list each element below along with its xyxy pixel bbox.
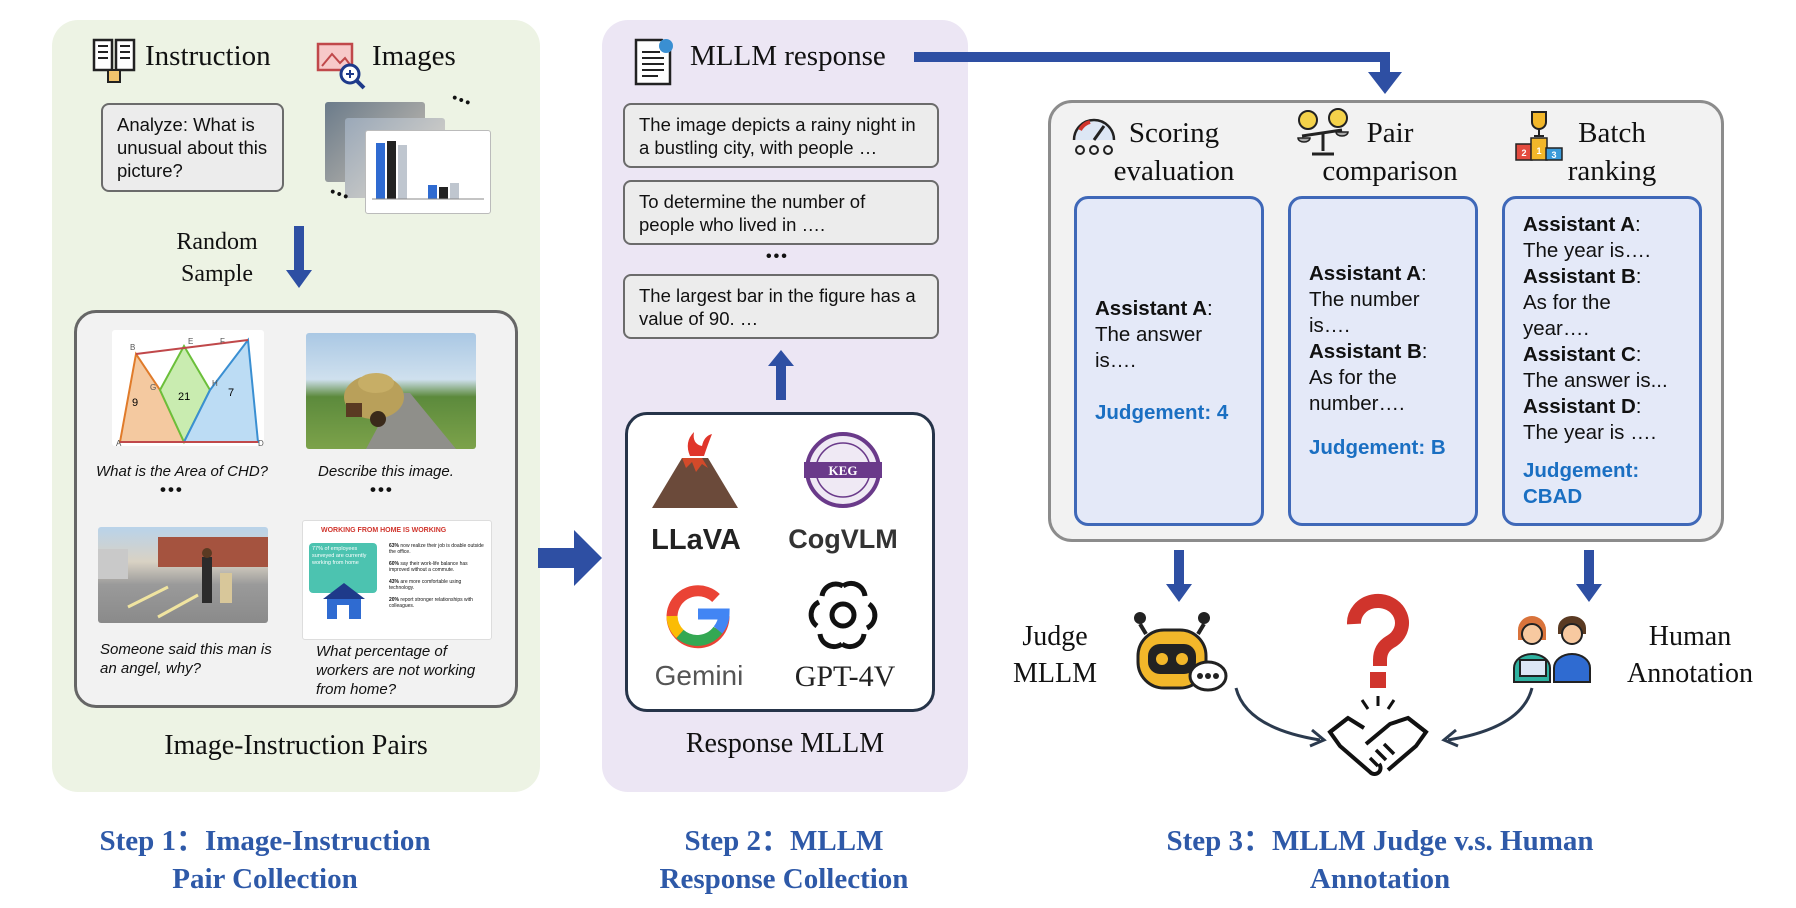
connector-arrow-icon (914, 52, 1414, 101)
scoring-evaluation-box: Assistant A: The answer is…. Judgement: … (1074, 196, 1264, 526)
pair-comparison-box: Assistant A: The number is…. Assistant B… (1288, 196, 1478, 526)
responses-dots: ••• (766, 248, 789, 265)
llava-label: LLaVA (651, 524, 741, 556)
human-down-arrow-icon (1576, 550, 1602, 607)
response-mllm-title: Response MLLM (685, 728, 885, 759)
geometry-point-d: D (258, 439, 264, 446)
response-bubble-2: To determine the number of people who li… (623, 180, 939, 245)
bar-chart-thumbnail (365, 130, 491, 214)
batch-entry-b-text: As for the year…. (1523, 291, 1611, 340)
geometry-center-value: 21 (178, 391, 190, 403)
judge-mllm-label: Judge MLLM (1013, 621, 1097, 689)
robot-icon (1128, 608, 1228, 703)
question-mark-icon (1346, 594, 1410, 693)
batch-entry-c: Assistant C: (1523, 343, 1642, 366)
infographic-thumbnail: WORKING FROM HOME IS WORKING 77% of empl… (302, 520, 492, 640)
pair-entry-b: Assistant B: (1309, 340, 1428, 363)
podium-icon: 2 1 3 (1514, 110, 1564, 167)
pair-entry-a: Assistant A: (1309, 262, 1427, 285)
images-label: Images (372, 40, 456, 72)
batch-entry-b: Assistant B: (1523, 265, 1642, 288)
stat-3: 43% are more comfortable using technolog… (389, 579, 462, 591)
step2-caption: Step 2：MLLM Response Collection (659, 825, 909, 895)
pair-entry-b-text: As for the number…. (1309, 366, 1405, 415)
response-bubble-1: The image depicts a rainy night in a bus… (623, 103, 939, 168)
stat-4: 20% report stronger relationships with c… (389, 597, 473, 609)
scoring-evaluation-title: Scoring evaluation (1113, 117, 1235, 187)
batch-entry-d-text: The year is …. (1523, 421, 1657, 444)
mllm-response-title: MLLM response (690, 40, 886, 72)
infographic-stats: 63% now realize their job is doable outs… (389, 543, 487, 609)
instruction-bubble: Analyze: What is unusual about this pict… (101, 103, 284, 192)
response-bubble-3: The largest bar in the figure has a valu… (623, 274, 939, 339)
human-annotators-icon (1510, 612, 1596, 689)
geometry-point-g: G (150, 383, 156, 392)
gpt4v-label: GPT-4V (794, 660, 896, 693)
batch-entry-d: Assistant D: (1523, 395, 1642, 418)
step1-caption: Step 1：Image-Instruction Pair Collection (99, 825, 431, 895)
scoring-judgement: Judgement: 4 (1095, 401, 1229, 424)
response-models-box (625, 412, 935, 712)
gemini-google-icon (666, 584, 730, 653)
geometry-point-f: F (220, 337, 225, 346)
pair-caption-2: Describe this image. (318, 463, 454, 480)
llava-volcano-icon (652, 428, 738, 515)
gemini-label: Gemini (654, 660, 744, 691)
pairs-box-title: Image-Instruction Pairs (164, 730, 428, 761)
pair-caption-1: What is the Area of CHD? (96, 463, 269, 480)
pair-caption-4: What percentage of workers are not worki… (316, 643, 476, 698)
pairs-dots-right: ••• (370, 480, 394, 499)
podium-third: 3 (1551, 150, 1556, 160)
instruction-label: Instruction (145, 40, 271, 72)
batch-entry-a: Assistant A: (1523, 213, 1641, 236)
cogvlm-keg-logo: KEG (798, 430, 888, 515)
podium-second: 2 (1521, 148, 1526, 158)
image-search-icon (316, 40, 366, 90)
geometry-point-h: H (212, 379, 218, 388)
batch-ranking-box: Assistant A: The year is…. Assistant B: … (1502, 196, 1702, 526)
keg-logo-text: KEG (829, 463, 858, 478)
right-arrow-icon (538, 530, 602, 591)
handshake-icon (1326, 692, 1430, 795)
infographic-title: WORKING FROM HOME IS WORKING (321, 527, 447, 534)
geometry-point-e: E (188, 337, 193, 346)
up-arrow-icon (768, 350, 794, 405)
judge-to-consensus-arrow-icon (1232, 687, 1332, 753)
batch-entry-c-text: The answer is... (1523, 369, 1668, 392)
gauge-icon (1070, 110, 1118, 161)
book-icon (90, 34, 138, 84)
openai-icon (808, 580, 878, 655)
geometry-point-b: B (130, 343, 135, 352)
human-annotation-label: Human Annotation (1627, 621, 1753, 689)
street-scene-thumbnail (98, 527, 268, 623)
pairs-dots-left: ••• (160, 480, 184, 499)
pair-comparison-title: Pair comparison (1322, 117, 1458, 187)
balance-scale-icon (1296, 108, 1350, 163)
stat-2: 60% say their work-life balance has impr… (389, 561, 468, 573)
batch-entry-a-text: The year is…. (1523, 239, 1651, 262)
geometry-point-a: A (116, 439, 122, 446)
geometry-right-value: 7 (228, 387, 234, 399)
batch-judgement: Judgement: CBAD (1523, 459, 1640, 508)
document-icon (632, 36, 676, 86)
pair-judgement: Judgement: B (1309, 436, 1446, 459)
human-to-consensus-arrow-icon (1436, 687, 1536, 753)
hay-cart-thumbnail (306, 333, 476, 449)
step3-caption: Step 3：MLLM Judge v.s. Human Annotation (1166, 825, 1594, 895)
geometry-left-value: 9 (132, 397, 138, 409)
random-sample-label: Random Sample (176, 229, 258, 287)
down-arrow-icon (286, 226, 312, 293)
scoring-entry-text: The answer is…. (1095, 323, 1203, 372)
stat-1: 63% now realize their job is doable outs… (389, 543, 484, 555)
judge-down-arrow-icon (1166, 550, 1192, 607)
geometry-thumbnail: 9 21 7 B E F G H A D (112, 330, 264, 446)
pair-entry-a-text: The number is…. (1309, 288, 1420, 337)
podium-first: 1 (1536, 146, 1541, 156)
cogvlm-label: CogVLM (788, 524, 898, 554)
scoring-entry: Assistant A: (1095, 297, 1213, 320)
batch-ranking-title: Batch ranking (1567, 117, 1657, 187)
pair-caption-3: Someone said this man is an angel, why? (100, 641, 272, 677)
